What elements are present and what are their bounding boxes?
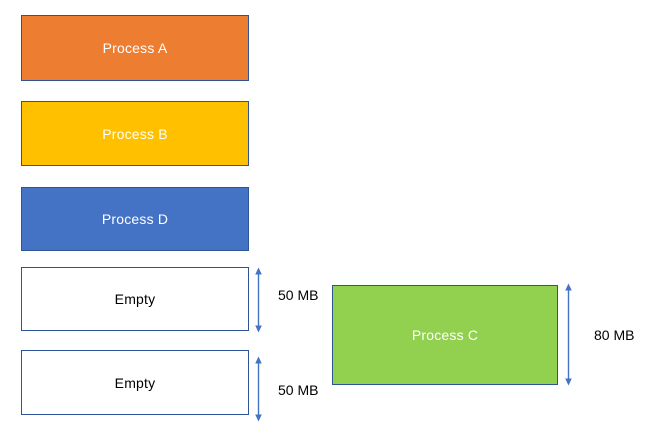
empty-2-size-label: 50 MB	[278, 382, 319, 398]
process-c-size-label: 80 MB	[594, 327, 635, 343]
empty-1-size-label: 50 MB	[278, 287, 319, 303]
process-a-label: Process A	[102, 40, 168, 56]
process-c-label: Process C	[411, 327, 479, 343]
process-d-label: Process D	[101, 211, 169, 227]
empty-block-2: Empty	[21, 350, 249, 415]
empty-block-2-label: Empty	[114, 374, 156, 391]
process-a-block: Process A	[21, 15, 249, 81]
process-b-label: Process B	[102, 125, 168, 142]
double-arrow-icon	[252, 356, 265, 422]
empty-block-1-label: Empty	[114, 291, 156, 307]
process-c-block: Process C	[332, 285, 558, 385]
process-b-block: Process B	[21, 101, 249, 166]
double-arrow-icon	[252, 267, 265, 333]
process-d-block: Process D	[21, 187, 249, 251]
double-arrow-icon	[562, 283, 575, 386]
empty-block-1: Empty	[21, 267, 249, 331]
